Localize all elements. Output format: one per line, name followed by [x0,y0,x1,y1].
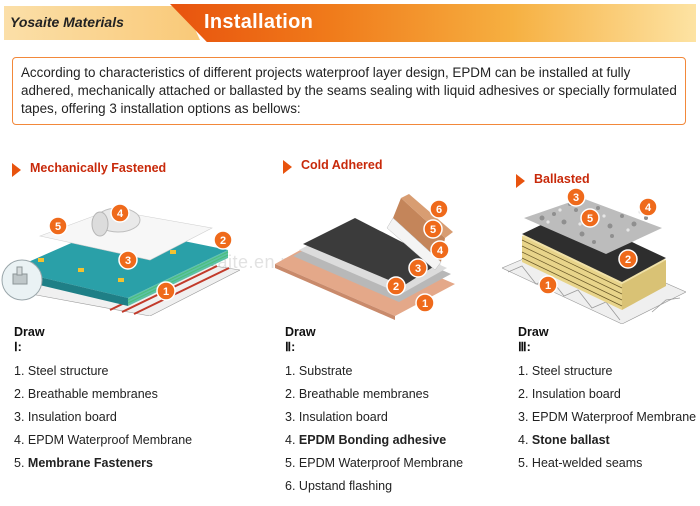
callout-badge: 2 [386,276,406,296]
section-title: Ballasted [534,172,590,186]
callout-badge: 3 [408,258,428,278]
svg-text:1: 1 [545,280,551,292]
callout-badge: 4 [110,203,130,223]
component-list: 1. Steel structure 2. Breathable membran… [14,362,192,477]
svg-text:4: 4 [117,208,124,220]
svg-text:3: 3 [125,255,131,267]
page-title: Installation [204,11,314,33]
svg-text:2: 2 [220,235,226,247]
list-item: 1. Steel structure [14,364,109,378]
svg-text:5: 5 [430,224,436,236]
callout-badge: 2 [213,230,233,250]
list-item: 4. EPDM Bonding adhesive [285,433,447,447]
callout-badge: 1 [415,293,435,313]
callout-badge: 2 [618,249,638,269]
list-item: 3. EPDM Waterproof Membrane [518,410,697,424]
svg-text:2: 2 [393,281,399,293]
callout-badge: 3 [566,188,586,207]
arrow-icon [283,160,292,174]
draw-label: Draw Ⅲ: [518,325,549,354]
svg-text:3: 3 [573,192,579,204]
callout-badge: 5 [423,219,443,239]
callout-badge: 1 [156,281,176,301]
svg-text:5: 5 [55,221,61,233]
title-banner [170,4,696,42]
component-list: 1. Steel structure 2. Insulation board 3… [518,362,696,477]
svg-text:4: 4 [437,245,444,257]
intro-box: According to characteristics of differen… [12,57,686,125]
draw-label: Draw Ⅱ: [285,325,316,354]
list-item: 2. Insulation board [518,387,621,401]
svg-text:1: 1 [163,286,169,298]
draw-label: Draw Ⅰ: [14,325,45,354]
brand-tab [4,6,200,40]
mechanically-fastened-illustration: 1 2 3 4 5 [1,203,240,316]
callout-badge: 5 [580,208,600,228]
list-item: 2. Breathable membranes [14,387,158,401]
list-item: 6. Upstand flashing [285,479,393,493]
callout-badge: 6 [429,199,449,219]
arrow-icon [12,163,21,177]
list-item: 2. Breathable membranes [285,387,429,401]
intro-text: According to characteristics of differen… [21,65,677,116]
svg-text:2: 2 [625,254,631,266]
list-item: 1. Substrate [285,364,353,378]
section-title: Cold Adhered [301,158,383,172]
callout-badge: 5 [48,216,68,236]
list-item: 3. Insulation board [285,410,388,424]
callout-badge: 4 [638,197,658,217]
svg-text:4: 4 [645,202,652,214]
page-header: Yosaite Materials Installation [0,0,700,44]
svg-text:5: 5 [587,213,593,225]
callout-badge: 3 [118,250,138,270]
section-title: Mechanically Fastened [30,161,167,175]
svg-text:1: 1 [422,298,428,310]
component-list: 1. Substrate 2. Breathable membranes 3. … [285,362,463,500]
list-item: 5. EPDM Waterproof Membrane [285,456,464,470]
svg-text:3: 3 [415,263,421,275]
ballasted-illustration: 1 2 3 4 5 [502,188,686,324]
list-item: 5. Heat-welded seams [518,456,643,470]
callout-badge: 4 [430,240,450,260]
cold-adhered-illustration: 1 2 3 4 5 6 [275,194,455,320]
list-item: 3. Insulation board [14,410,117,424]
svg-text:6: 6 [436,204,442,216]
brand-name: Yosaite Materials [10,14,124,30]
list-item: 4. Stone ballast [518,433,610,447]
list-item: 1. Steel structure [518,364,613,378]
arrow-icon [516,174,525,188]
list-item: 5. Membrane Fasteners [14,456,153,470]
callout-badge: 1 [538,275,558,295]
list-item: 4. EPDM Waterproof Membrane [14,433,193,447]
